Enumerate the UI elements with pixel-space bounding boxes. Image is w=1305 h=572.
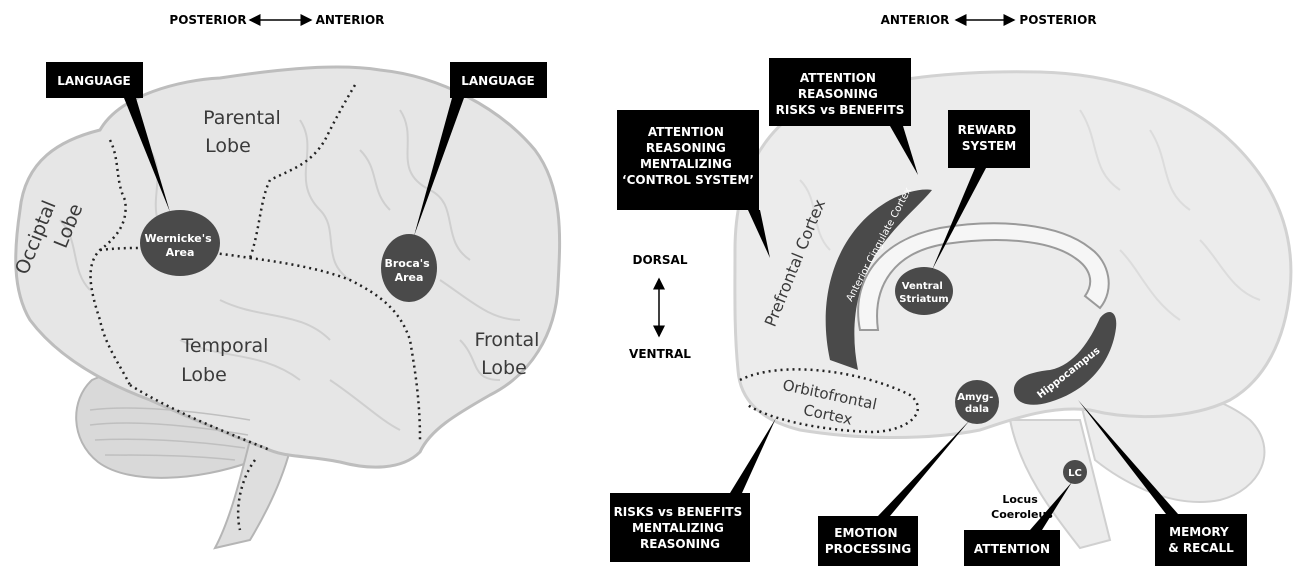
medial-posterior-label: POSTERIOR [1019, 13, 1096, 27]
medial-anterior-label: ANTERIOR [881, 13, 950, 27]
lateral-posterior-label: POSTERIOR [169, 13, 246, 27]
lateral-brain-view: POSTERIOR ANTERIOR [11, 13, 559, 548]
hippocampus-callout-box [1155, 514, 1247, 566]
ventral-label: VENTRAL [629, 347, 691, 361]
medial-brain-view: ANTERIOR POSTERIOR DORSAL VENTRAL Anteri… [610, 13, 1291, 566]
orbitofrontal-callout-pointer [730, 418, 776, 493]
dorsal-label: DORSAL [633, 253, 688, 267]
lc-label: LC [1068, 468, 1082, 479]
broca-callout-text: LANGUAGE [461, 74, 535, 88]
amygdala-callout-box [818, 516, 918, 566]
lateral-anterior-label: ANTERIOR [316, 13, 385, 27]
wernicke-callout-text: LANGUAGE [57, 74, 131, 88]
lc-callout-text: ATTENTION [974, 542, 1050, 556]
